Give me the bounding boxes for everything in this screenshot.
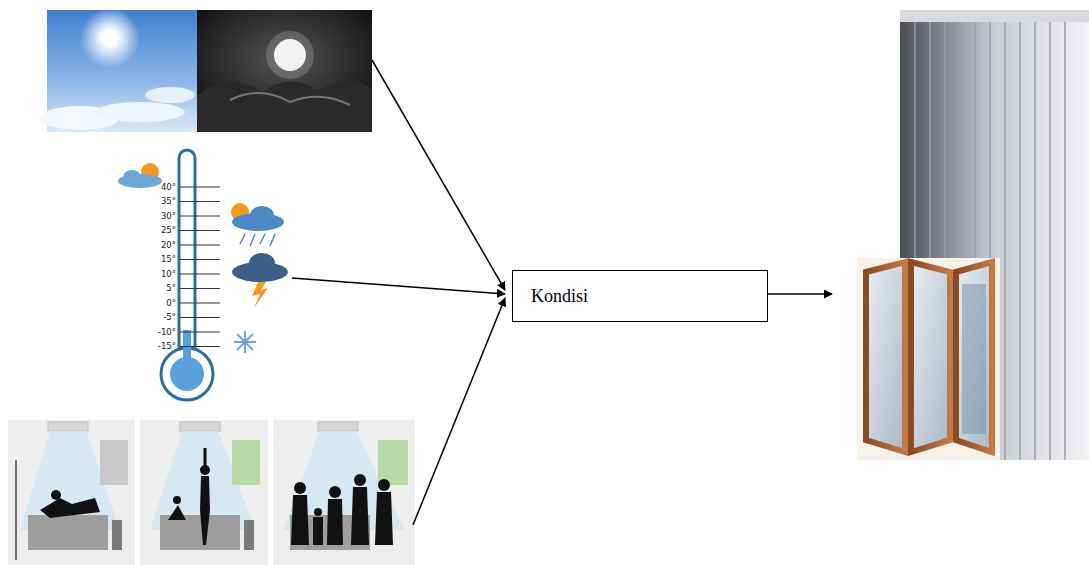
- scale-number: 25°: [161, 226, 176, 235]
- scale-number: 40°: [161, 183, 176, 192]
- scale-number: 35°: [161, 197, 176, 206]
- scale-number: -5°: [163, 313, 176, 322]
- scale-number: -15°: [158, 342, 176, 351]
- scale-number: -10°: [158, 328, 176, 337]
- scale-number: 20°: [161, 241, 176, 250]
- scale-number: 30°: [161, 212, 176, 221]
- scale-number: 0°: [166, 299, 176, 308]
- scale-number: 5°: [166, 284, 176, 293]
- scale-number: 15°: [161, 255, 176, 264]
- condition-box: Kondisi: [512, 270, 768, 322]
- box-label: Kondisi: [531, 286, 749, 307]
- scale-number: 10°: [161, 270, 176, 279]
